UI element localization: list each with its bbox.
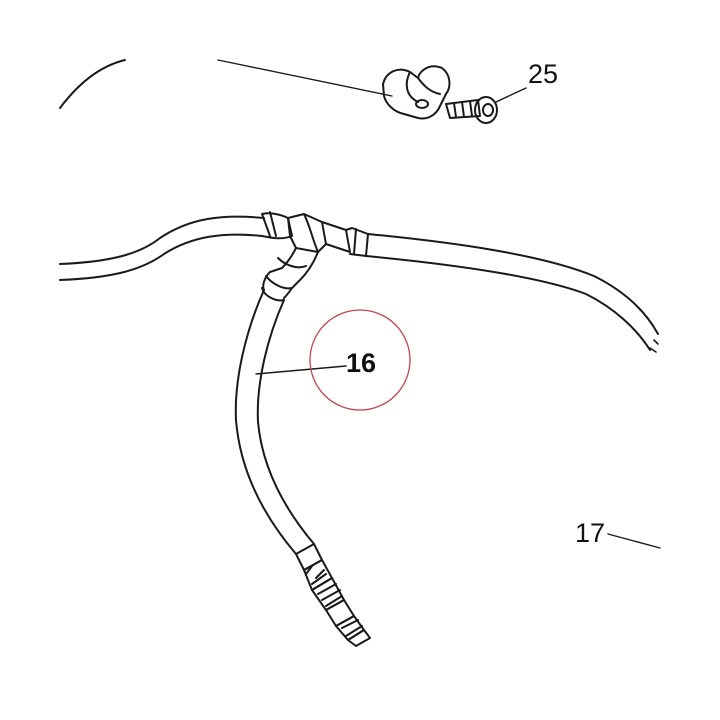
t-junction-fitting [287,213,369,257]
brake-hose-part-16 [234,289,315,555]
clip-leader-line [217,59,393,97]
drop-branch-fitting [261,247,319,302]
leader-line-16 [255,365,347,375]
clip-part-25 [382,65,451,120]
hose-right-branch [365,233,659,353]
callout-17: 17 [575,518,606,548]
hose-end-fitting [295,543,371,647]
callout-25: 25 [528,59,559,89]
highlight-circle [309,309,411,411]
screw-part-25 [445,96,498,124]
leader-line-25 [495,87,527,103]
body-outline-arc [59,59,126,109]
callout-16: 16 [346,348,377,378]
leader-line-17 [607,533,661,549]
hose-left-branch [59,211,293,281]
